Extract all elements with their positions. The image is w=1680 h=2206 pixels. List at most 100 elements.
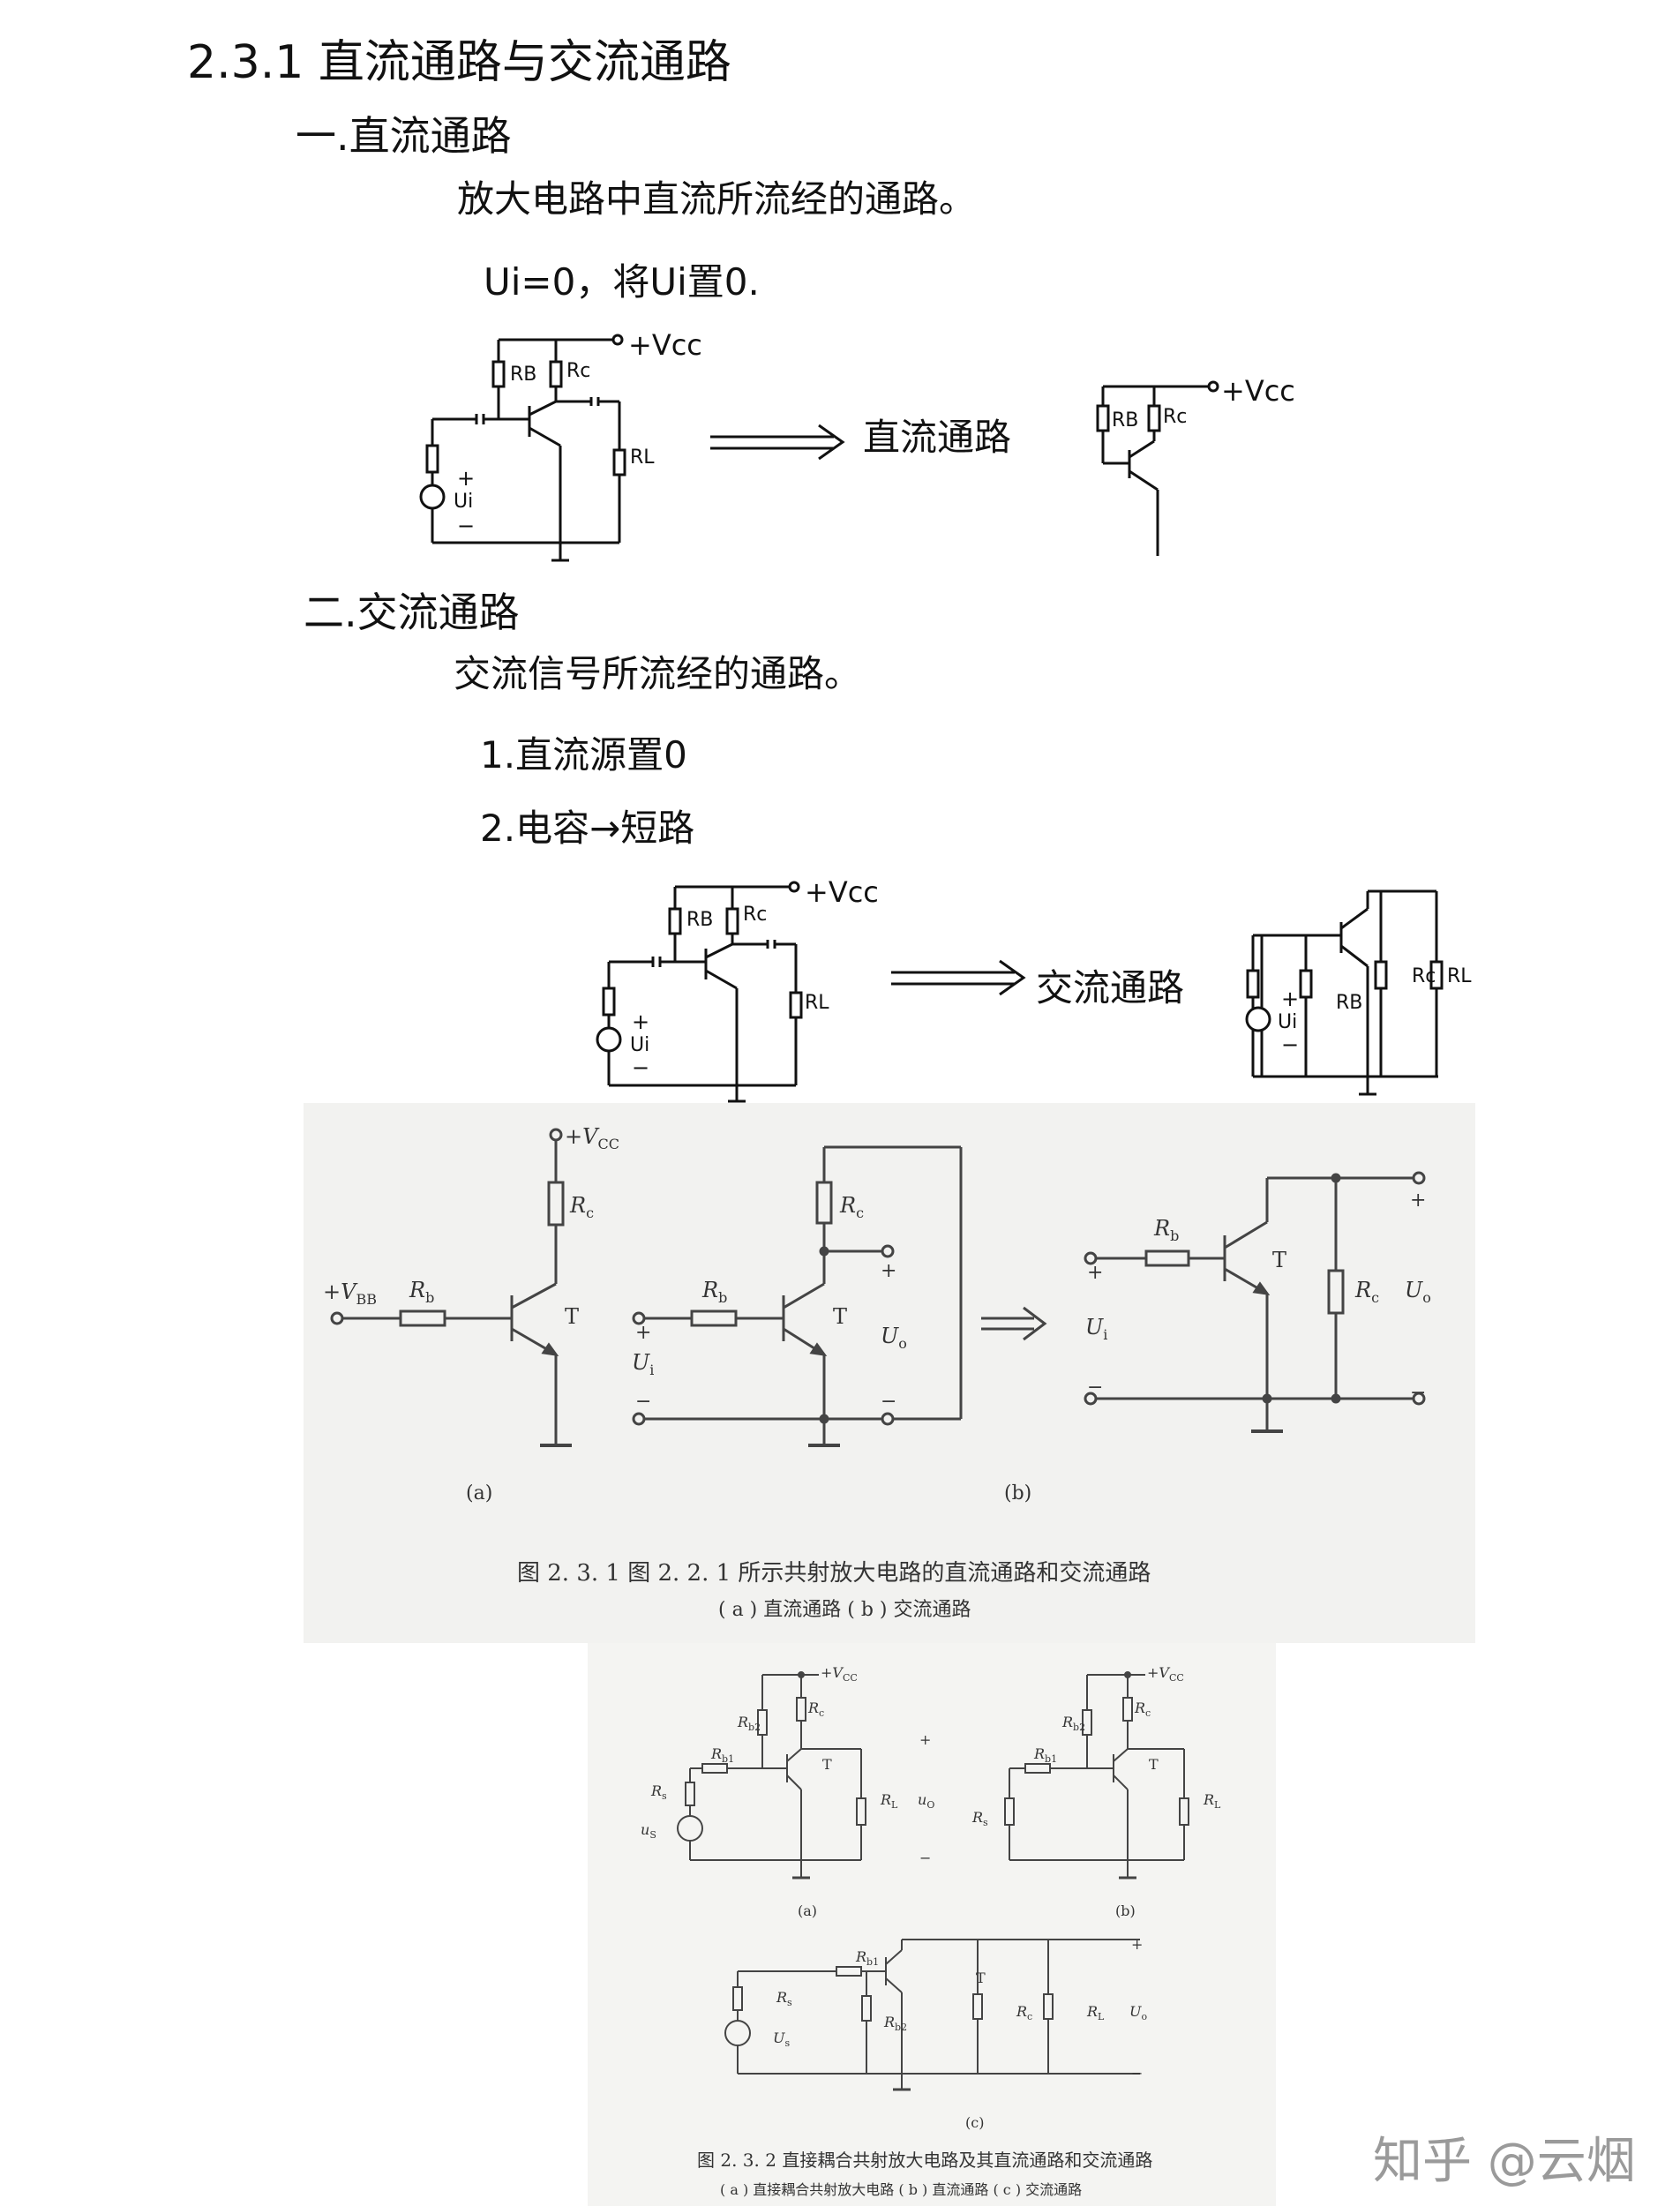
fig2b-rl-label: RL (1204, 1791, 1221, 1812)
sketch1b-rc-label: Rc (1163, 406, 1188, 428)
fig1-label-a: (a) (466, 1482, 493, 1504)
fig1c-ui-label: Ui (1085, 1315, 1108, 1343)
section-heading-ac: 二.交流通路 (304, 589, 520, 636)
fig1b-minus-out: − (881, 1391, 897, 1413)
fig1c-t-label: T (1272, 1248, 1287, 1272)
figure-2-3-2-circuits (677, 1671, 1189, 2091)
sketch2-plus: + (632, 1009, 650, 1034)
figure-2-3-1-circuits (330, 1128, 1426, 1447)
sketch1-ui-label: Ui (454, 491, 474, 513)
fig2b-rc-label: Rc (1135, 1700, 1151, 1720)
fig2a-minus: − (919, 1850, 932, 1866)
fig2a-uo-label: uO (918, 1791, 935, 1812)
fig1c-uo-label: Uo (1405, 1278, 1431, 1306)
sketch2b-rb-label: RB (1336, 992, 1363, 1014)
fig2c-us-label: Us (773, 2030, 791, 2050)
sketch1-rc-label: Rc (566, 360, 591, 382)
dc-rule: Ui=0，将Ui置0. (484, 260, 760, 304)
fig2-label-c: (c) (965, 2114, 985, 2131)
fig1b-t-label: T (833, 1304, 848, 1329)
fig2c-rc-label: Rc (1016, 2003, 1033, 2023)
fig2a-vcc-label: +VCC (821, 1664, 858, 1685)
sketch2b-minus: − (1281, 1032, 1300, 1057)
fig1-vcc-label: +VCC (565, 1124, 619, 1152)
sketch2-rb-label: RB (686, 909, 714, 931)
fig1c-minus-out: − (1410, 1382, 1427, 1404)
fig2b-t-label: T (1149, 1756, 1159, 1773)
fig2b-rs-label: Rs (972, 1809, 988, 1829)
fig1b-minus-in: − (635, 1391, 652, 1413)
fig2c-rl-label: RL (1087, 2003, 1105, 2023)
sketch2-ui-label: Ui (630, 1034, 650, 1056)
fig2c-rb1-label: Rb1 (856, 1948, 880, 1969)
fig2c-rb2-label: Rb2 (884, 2014, 908, 2034)
sketch2b-rl-label: RL (1447, 965, 1472, 987)
fig1b-uo-label: Uo (881, 1324, 907, 1352)
fig1-rb-label: Rb (409, 1278, 435, 1306)
sketch2b-plus: + (1281, 987, 1300, 1011)
fig2a-plus: + (919, 1731, 932, 1748)
fig2a-rc-label: Rc (808, 1700, 825, 1720)
fig1c-plus-in: + (1087, 1262, 1104, 1284)
fig2a-rl-label: RL (881, 1791, 898, 1812)
fig2b-vcc-label: +VCC (1147, 1664, 1184, 1685)
ac-rule-1: 1.直流源置0 (480, 733, 687, 777)
fig2a-rs-label: Rs (651, 1782, 667, 1803)
fig1c-minus-in: − (1087, 1377, 1104, 1399)
fig2-caption: 图 2. 3. 2 直接耦合共射放大电路及其直流通路和交流通路 (697, 2150, 1153, 2171)
dc-description: 放大电路中直流所流经的通路。 (457, 177, 977, 221)
fig2-subcaption: ( a ) 直接耦合共射放大电路 ( b ) 直流通路 ( c ) 交流通路 (720, 2181, 1083, 2198)
fig1c-rb-label: Rb (1154, 1216, 1180, 1244)
fig1b-plus-in: + (635, 1322, 652, 1344)
sketch2-rc-label: Rc (743, 904, 768, 926)
fig2-label-b: (b) (1115, 1902, 1136, 1919)
sketch2-minus: − (632, 1055, 650, 1080)
fig1b-rc-label: Rc (840, 1193, 865, 1221)
fig2b-rb2-label: Rb2 (1062, 1714, 1086, 1734)
fig2c-t-label: T (976, 1970, 986, 1986)
dc-path-sketch (419, 334, 1219, 562)
fig1-subcaption: ( a ) 直流通路 ( b ) 交流通路 (718, 1599, 971, 1621)
fig1-rc-label: Rc (570, 1193, 595, 1221)
sketch1-rl-label: RL (630, 446, 655, 469)
sketch2-rl-label: RL (805, 992, 829, 1014)
sketch1-vcc-label: +Vcc (628, 328, 702, 362)
sketch1-plus: + (457, 466, 476, 491)
fig1b-plus-out: + (881, 1260, 897, 1282)
fig1c-plus-out: + (1410, 1189, 1427, 1212)
sketch2b-rc-label: Rc (1412, 965, 1436, 987)
fig1-label-b: (b) (1004, 1482, 1032, 1504)
fig1b-ui-label: Ui (632, 1350, 655, 1378)
section-heading-dc: 一.直流通路 (296, 112, 512, 160)
fig2b-rb1-label: Rb1 (1034, 1745, 1058, 1766)
watermark: 知乎 @云烟 (1373, 2133, 1636, 2190)
fig1c-rc-label: Rc (1355, 1278, 1380, 1306)
fig1b-rb-label: Rb (702, 1278, 728, 1306)
fig2c-minus: − (1131, 2065, 1144, 2082)
sketch1-minus: − (457, 514, 476, 538)
fig2a-rb1-label: Rb1 (711, 1745, 735, 1766)
fig2-label-a: (a) (798, 1902, 818, 1919)
fig1-caption: 图 2. 3. 1 图 2. 2. 1 所示共射放大电路的直流通路和交流通路 (517, 1560, 1151, 1587)
page-title: 2.3.1 直流通路与交流通路 (187, 36, 731, 89)
fig1-t-label: T (565, 1304, 580, 1329)
textbook-figure-2-3-1 (304, 1103, 1475, 1643)
sketch2b-ui-label: Ui (1278, 1011, 1298, 1033)
arrow-label-dc: 直流通路 (863, 416, 1012, 459)
fig2a-us-label: uS (641, 1821, 656, 1842)
sketch1b-rb-label: RB (1112, 409, 1139, 431)
textbook-figure-2-3-2 (588, 1643, 1276, 2206)
ac-description: 交流信号所流经的通路。 (454, 652, 862, 695)
ac-rule-2: 2.电容→短路 (480, 807, 695, 850)
fig2a-t-label: T (822, 1756, 832, 1773)
sketch1b-vcc-label: +Vcc (1221, 374, 1295, 408)
arrow-label-ac: 交流通路 (1036, 966, 1185, 1009)
fig2c-rs-label: Rs (776, 1989, 792, 2009)
sketch1-rb-label: RB (510, 364, 537, 386)
ac-path-sketch (596, 881, 1444, 1103)
fig1-vbb-label: +VBB (323, 1279, 377, 1308)
fig2c-plus: + (1131, 1936, 1144, 1953)
fig2c-uo-label: Uo (1129, 2003, 1148, 2023)
fig2a-rb2-label: Rb2 (738, 1714, 761, 1734)
sketch2-vcc-label: +Vcc (805, 875, 879, 909)
